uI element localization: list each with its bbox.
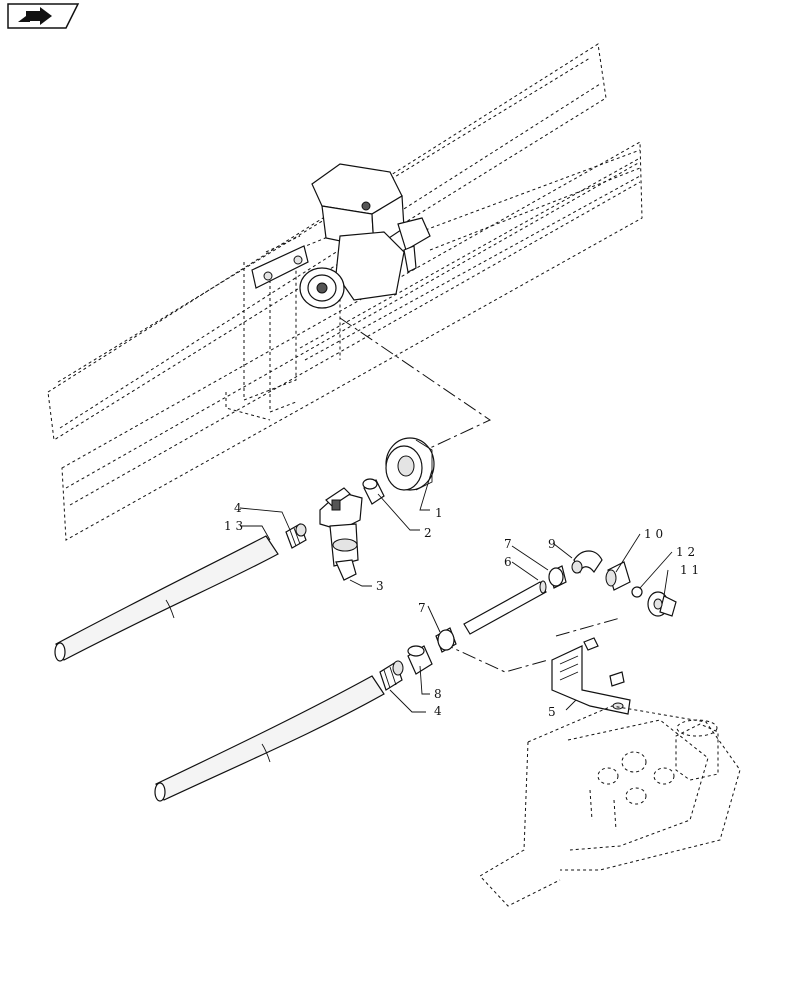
part-2-bushing: [362, 478, 385, 505]
callout-7-upper: 7: [504, 537, 512, 551]
callout-1: 1: [435, 506, 443, 520]
leader-lines: [239, 469, 673, 713]
callout-4-lower: 4: [434, 704, 442, 718]
callout-4-upper: 4: [234, 501, 242, 515]
part-7-clamp-upper: [548, 565, 567, 589]
part-1-grommet: [385, 437, 435, 491]
hose-lower: [154, 675, 385, 802]
callout-7-lower: 7: [418, 601, 426, 615]
next-page-button[interactable]: [7, 3, 80, 29]
callout-3: 3: [376, 579, 384, 593]
callout-5: 5: [548, 705, 556, 719]
part-11-nozzle-cap: [647, 591, 677, 617]
part-3-valve: [319, 487, 363, 581]
callout-12: 1 2: [676, 545, 695, 559]
callout-10: 1 0: [644, 527, 663, 541]
part-9-elbow: [571, 550, 603, 574]
callout-11: 1 1: [680, 563, 699, 577]
lower-mount-frame: [479, 705, 741, 907]
boom-frame: [47, 43, 643, 541]
part-4-fitting-lower: [379, 660, 404, 691]
callout-8: 8: [434, 687, 442, 701]
mounted-valve-assembly: [251, 163, 431, 309]
assembly-centerlines: [339, 317, 621, 673]
callout-labels: 1 2 3 4 4 5 6 7 7 8 9 1 0 1 1 1 2 1 3: [224, 501, 699, 719]
part-13-hose-upper: [54, 535, 279, 662]
part-10-fitting: [605, 561, 631, 591]
callout-13: 1 3: [224, 519, 243, 533]
part-6-tube: [463, 580, 547, 635]
part-5-bracket: [551, 637, 631, 715]
callout-2: 2: [424, 526, 432, 540]
callout-6: 6: [504, 555, 512, 569]
part-12-o-ring: [631, 586, 643, 598]
callout-9: 9: [548, 537, 556, 551]
next-page-arrow-icon: [18, 7, 52, 25]
part-4-fitting-upper: [285, 523, 307, 549]
part-7-clamp-lower: [435, 627, 457, 653]
part-8-bushing: [407, 645, 433, 675]
